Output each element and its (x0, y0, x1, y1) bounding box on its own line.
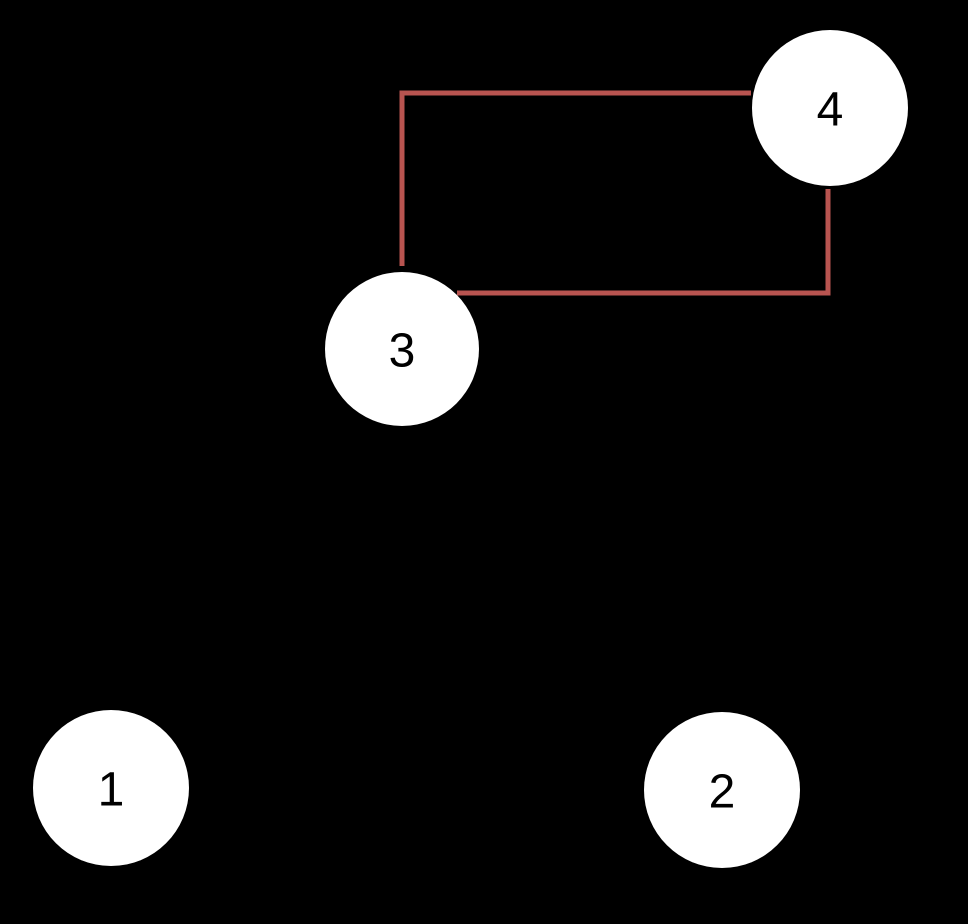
edge-3-4[interactable] (399, 90, 751, 266)
node-label-2: 2 (709, 765, 736, 818)
node-circle-4[interactable] (752, 30, 908, 186)
node-label-1: 1 (98, 763, 125, 816)
node-label-4: 4 (817, 83, 844, 136)
node-1[interactable]: 1 (33, 710, 189, 866)
node-3[interactable]: 3 (325, 272, 479, 426)
node-circle-1[interactable] (33, 710, 189, 866)
node-2[interactable]: 2 (644, 712, 800, 868)
node-label-3: 3 (389, 324, 416, 377)
node-circle-3[interactable] (325, 272, 479, 426)
edge-4-3[interactable] (457, 189, 831, 296)
node-circle-2[interactable] (644, 712, 800, 868)
node-4[interactable]: 4 (752, 30, 908, 186)
